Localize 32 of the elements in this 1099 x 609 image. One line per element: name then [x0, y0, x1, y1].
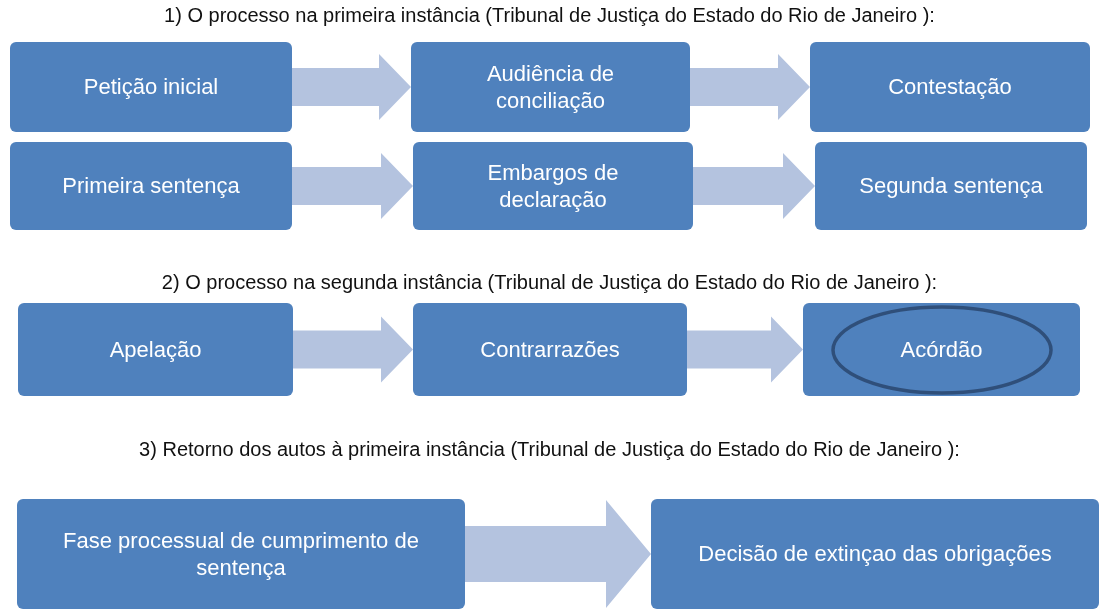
- section-heading: 2) O processo na segunda instância (Tribunal de Justiça do Estado do Rio de Janeiro ):: [160, 271, 939, 294]
- block-arrow: [465, 500, 651, 608]
- process-box: [413, 142, 693, 230]
- process-box: [803, 303, 1080, 396]
- box-label: Primeira sentença: [62, 172, 240, 200]
- block-arrow: [690, 54, 810, 120]
- block-arrow: [292, 153, 413, 219]
- block-arrow: [693, 153, 815, 219]
- box-label: Contestação: [888, 73, 1012, 101]
- process-box: [18, 303, 293, 396]
- process-box: [17, 499, 465, 609]
- box-label: Acórdão: [900, 335, 983, 364]
- box-label: Contrarrazões: [480, 335, 620, 364]
- block-arrow: [687, 316, 803, 383]
- box-label: Audiência de conciliação: [485, 59, 616, 115]
- process-box: [413, 303, 687, 396]
- process-box: [810, 42, 1090, 132]
- block-arrow: [293, 316, 413, 383]
- block-arrow: [292, 54, 411, 120]
- box-label: Petição inicial: [83, 73, 219, 101]
- process-box: [10, 142, 292, 230]
- process-box: [651, 499, 1099, 609]
- box-label: Segunda sentença: [859, 172, 1043, 200]
- process-box: [411, 42, 690, 132]
- section-heading: 3) Retorno dos autos à primeira instância (Tribunal de Justiça do Estado do Rio de Janeiro ):: [138, 438, 961, 461]
- section-heading: 1) O processo na primeira instância (Tribunal de Justiça do Estado do Rio de Janeiro ):: [163, 4, 936, 27]
- process-box: [10, 42, 292, 132]
- box-label: Embargos de declaração: [486, 158, 620, 214]
- box-label: Apelação: [109, 335, 202, 364]
- process-box: [815, 142, 1087, 230]
- box-label: Fase processual de cumprimento de sentença: [62, 526, 420, 582]
- box-label: Decisão de extinçao das obrigações: [698, 540, 1052, 568]
